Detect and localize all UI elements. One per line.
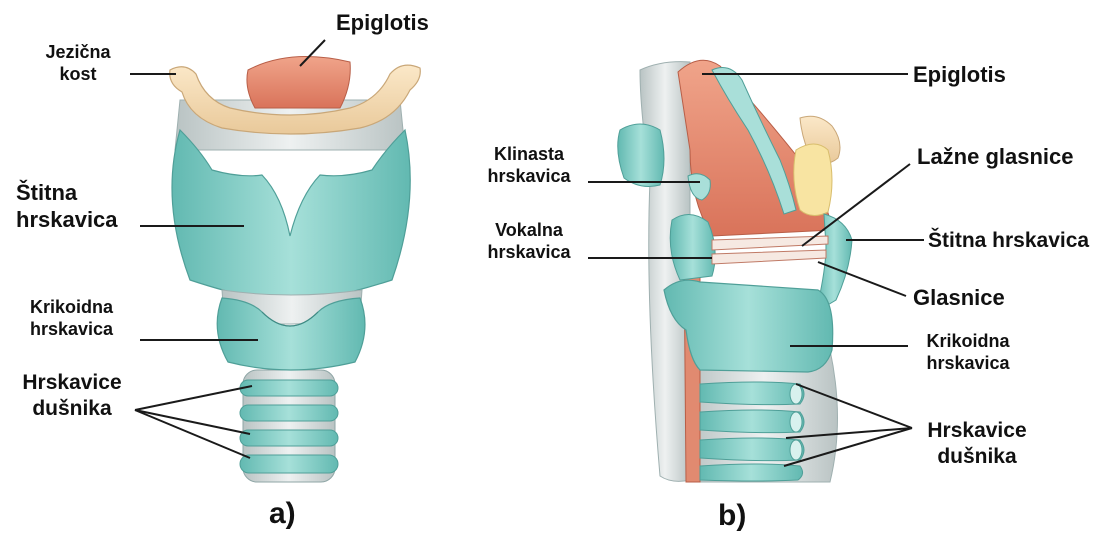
- label-jezicna-line2: kost: [28, 64, 128, 86]
- thyroid-cartilage-front: [172, 130, 410, 302]
- epiglottis-front: [247, 57, 350, 108]
- preepiglottic-fat-side: [794, 144, 832, 216]
- label-stitna-a-line2: hrskavica: [16, 207, 118, 234]
- label-klinasta-line1: Klinasta: [470, 144, 588, 166]
- label-dusnik-a-line1: Hrskavice: [8, 370, 136, 396]
- label-stitna-a-line1: Štitna: [16, 180, 118, 207]
- label-krikoidna-a-line2: hrskavica: [30, 319, 113, 341]
- leader-dusnik-a: [135, 386, 252, 458]
- label-vokalna-line2: hrskavica: [470, 242, 588, 264]
- label-lazne-glasnice: Lažne glasnice: [917, 144, 1074, 171]
- front-view-larynx: [170, 57, 421, 482]
- label-dusnik-b-line1: Hrskavice: [918, 418, 1036, 444]
- caption-a: a): [269, 496, 296, 533]
- label-klinasta: Klinasta hrskavica: [470, 144, 588, 188]
- label-dusnik-a: Hrskavice dušnika: [8, 370, 136, 421]
- label-dusnik-a-line2: dušnika: [8, 396, 136, 422]
- label-klinasta-line2: hrskavica: [470, 166, 588, 188]
- label-krikoidna-a-line1: Krikoidna: [30, 297, 113, 319]
- label-vokalna: Vokalna hrskavica: [470, 220, 588, 264]
- label-dusnik-b-line2: dušnika: [918, 444, 1036, 470]
- cuneiform-cartilage-side: [688, 174, 710, 200]
- label-stitna-a: Štitna hrskavica: [16, 180, 118, 234]
- label-krikoidna-b-line1: Krikoidna: [912, 331, 1024, 353]
- label-vokalna-line1: Vokalna: [470, 220, 588, 242]
- label-krikoidna-a: Krikoidna hrskavica: [30, 297, 113, 341]
- side-view-larynx: [618, 60, 852, 482]
- label-glasnice: Glasnice: [913, 285, 1005, 312]
- label-epiglotis-b: Epiglotis: [913, 62, 1006, 89]
- caption-b: b): [718, 498, 746, 535]
- label-jezicna-kost: Jezična kost: [28, 42, 128, 86]
- label-jezicna-line1: Jezična: [28, 42, 128, 64]
- label-krikoidna-b: Krikoidna hrskavica: [912, 331, 1024, 375]
- label-stitna-b: Štitna hrskavica: [928, 228, 1089, 254]
- label-epiglotis-a: Epiglotis: [336, 10, 429, 37]
- arytenoid-cartilage-side: [670, 214, 715, 280]
- label-krikoidna-b-line2: hrskavica: [912, 353, 1024, 375]
- label-dusnik-b: Hrskavice dušnika: [918, 418, 1036, 469]
